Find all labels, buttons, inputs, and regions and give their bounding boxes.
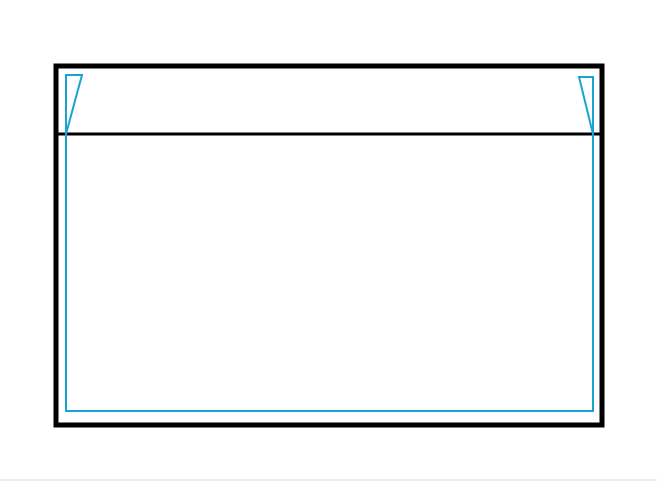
bottom-edge [0, 479, 657, 481]
inner-outline [65, 134, 594, 412]
left-corner-flap [65, 74, 84, 135]
right-corner-flap [577, 76, 594, 135]
outer-frame [53, 63, 605, 428]
